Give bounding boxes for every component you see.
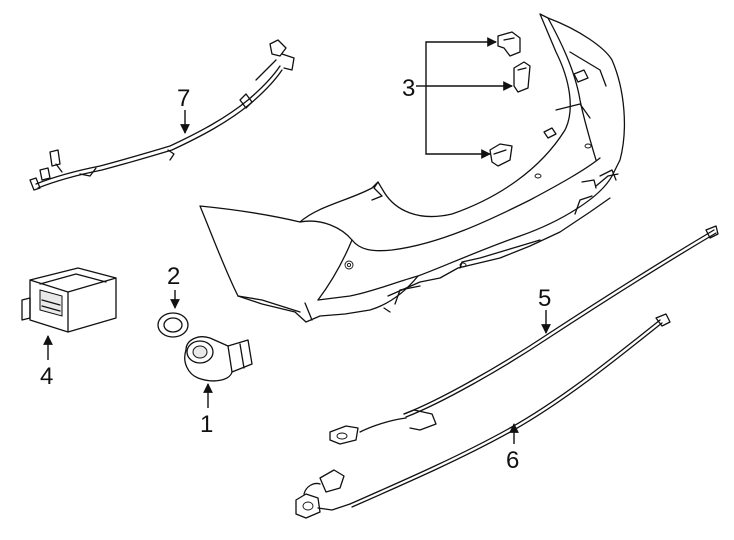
sensor-retainer-ring — [157, 312, 189, 338]
callout-3-leader — [416, 37, 513, 159]
bumper-bracket-middle — [513, 61, 531, 93]
sensor-extension-wire — [295, 313, 671, 519]
callout-6: 6 — [506, 447, 519, 474]
callout-3: 3 — [402, 75, 415, 102]
wiring-harness — [29, 39, 295, 191]
callout-2: 2 — [167, 263, 180, 290]
callout-1: 1 — [200, 411, 213, 438]
parking-sensor — [184, 336, 253, 382]
sensor-wire — [329, 225, 719, 445]
callout-7: 7 — [177, 85, 190, 112]
park-assist-module — [21, 267, 117, 333]
bumper-bracket-lower — [489, 143, 513, 167]
rear-bumper-cover — [199, 13, 626, 323]
bumper-bracket-upper — [497, 31, 521, 57]
callout-4: 4 — [40, 363, 53, 390]
callout-5: 5 — [538, 285, 551, 312]
